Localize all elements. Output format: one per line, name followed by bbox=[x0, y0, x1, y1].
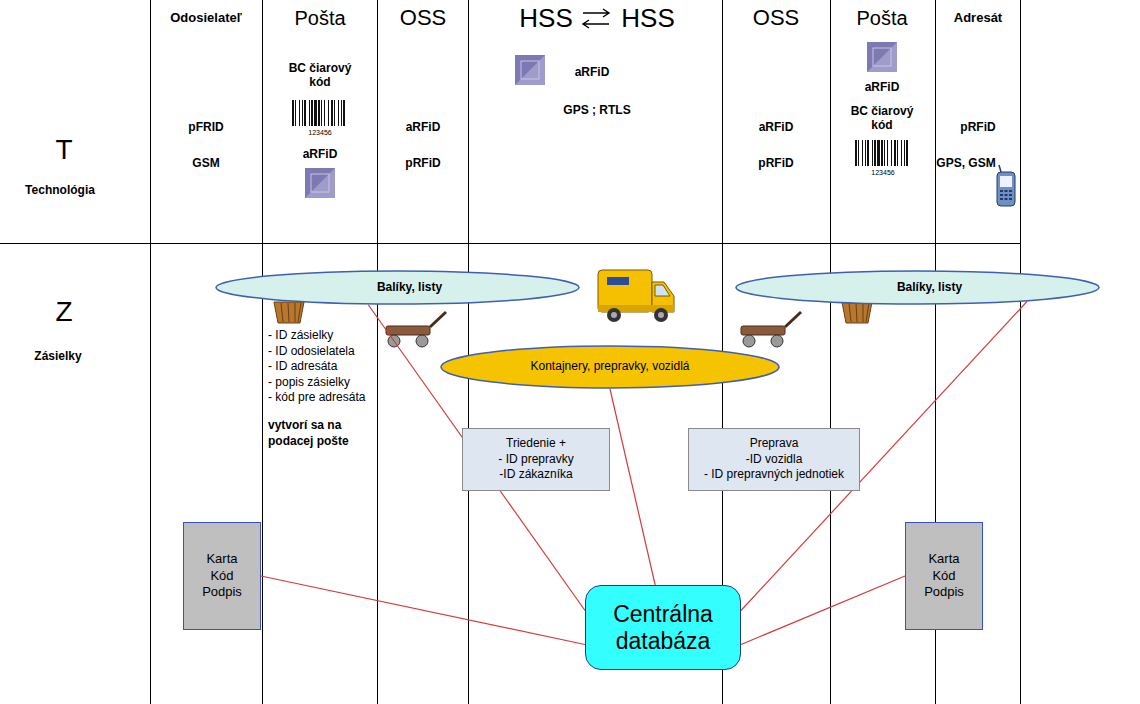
technology-label: aRFiD bbox=[406, 120, 441, 134]
record-item: - ID zásielky bbox=[268, 328, 368, 344]
barcode bbox=[292, 100, 345, 126]
column-header: OSS bbox=[753, 5, 799, 31]
rfid-icon bbox=[867, 42, 897, 72]
technology-label: GSM bbox=[192, 156, 219, 170]
technology-label: BC čiarový kód bbox=[841, 104, 923, 133]
technology-label: aRFiD bbox=[865, 80, 900, 94]
item-ellipse: Balíky, listy bbox=[215, 270, 580, 305]
column-header: Pošta bbox=[856, 6, 907, 30]
trolley-icon bbox=[386, 312, 801, 347]
column-header: HSS bbox=[519, 3, 572, 34]
column-header: HSS bbox=[621, 3, 674, 34]
identity-box: KartaKódPodpis bbox=[183, 522, 261, 630]
technology-label: pRFiD bbox=[758, 156, 793, 170]
record-item: - popis zásielky bbox=[268, 375, 368, 391]
table-grid bbox=[0, 0, 1021, 704]
column-header: Adresát bbox=[954, 10, 1002, 26]
row-header: Zásielky bbox=[34, 349, 81, 363]
mobile-phone bbox=[997, 165, 1015, 206]
record-item: - ID odosielatela bbox=[268, 344, 368, 360]
column-header: Pošta bbox=[294, 6, 345, 30]
node-text: Podpis bbox=[924, 584, 964, 601]
swap-arrows bbox=[583, 9, 609, 28]
row-letter: Z bbox=[55, 295, 72, 329]
database-link bbox=[741, 576, 905, 645]
database-box: Centrálna databáza bbox=[585, 585, 741, 670]
rfid-icon bbox=[305, 168, 335, 198]
basket-icon bbox=[274, 302, 872, 323]
database-link bbox=[261, 576, 585, 645]
column-header: OSS bbox=[400, 5, 446, 31]
node-text: Balíky, listy bbox=[897, 280, 962, 296]
node-text: -ID zákazníka bbox=[499, 467, 572, 483]
node-text: Kód bbox=[210, 568, 233, 585]
technology-label: aRFiD bbox=[759, 120, 794, 134]
node-text: Karta bbox=[206, 551, 237, 568]
transport-ellipse: Kontajnery, prepravky, vozidlá bbox=[440, 345, 780, 389]
column-header: Odosielateľ bbox=[170, 10, 241, 26]
node-text: Triedenie + bbox=[506, 436, 566, 452]
node-text: Balíky, listy bbox=[377, 280, 442, 296]
post-truck bbox=[598, 270, 674, 322]
technology-label: GPS ; RTLS bbox=[563, 103, 630, 117]
technology-label: BC čiarový kód bbox=[279, 61, 361, 90]
identity-box: KartaKódPodpis bbox=[905, 522, 983, 630]
technology-label: pRFiD bbox=[960, 120, 995, 134]
node-text: Kód bbox=[932, 568, 955, 585]
technology-label: aRFiD bbox=[575, 65, 610, 79]
record-item: - kód pre adresáta bbox=[268, 390, 368, 406]
process-box: Preprava-ID vozidla- ID prepravných jedn… bbox=[688, 428, 860, 491]
barcode-digits: 123456 bbox=[308, 129, 331, 137]
row-letter: T bbox=[55, 133, 72, 167]
node-text: Podpis bbox=[202, 584, 242, 601]
barcode-digits: 123456 bbox=[871, 169, 894, 177]
record-note: vytvorí sa na podacej pošte bbox=[268, 418, 368, 449]
barcode bbox=[855, 140, 908, 166]
row-header: Technológia bbox=[25, 183, 95, 197]
technology-label: pFRID bbox=[188, 120, 223, 134]
node-text: -ID vozidla bbox=[746, 452, 803, 468]
node-text: Preprava bbox=[750, 436, 799, 452]
technology-label: GPS, GSM bbox=[936, 156, 995, 170]
database-link bbox=[610, 389, 655, 585]
technology-label: aRFiD bbox=[303, 147, 338, 161]
node-text: Kontajnery, prepravky, vozidlá bbox=[531, 359, 690, 375]
database-link bbox=[741, 302, 1027, 611]
technology-label: pRFiD bbox=[405, 156, 440, 170]
item-ellipse: Balíky, listy bbox=[735, 270, 1100, 305]
rfid-icon bbox=[515, 55, 545, 85]
node-text: - ID prepravky bbox=[498, 452, 573, 468]
node-text: - ID prepravných jednotiek bbox=[704, 467, 844, 483]
record-item: - ID adresáta bbox=[268, 359, 368, 375]
node-text: Centrálna databáza bbox=[595, 601, 731, 654]
record-list: - ID zásielky- ID odosielatela- ID adres… bbox=[268, 328, 368, 449]
process-box: Triedenie +- ID prepravky-ID zákazníka bbox=[462, 428, 610, 491]
node-text: Karta bbox=[928, 551, 959, 568]
